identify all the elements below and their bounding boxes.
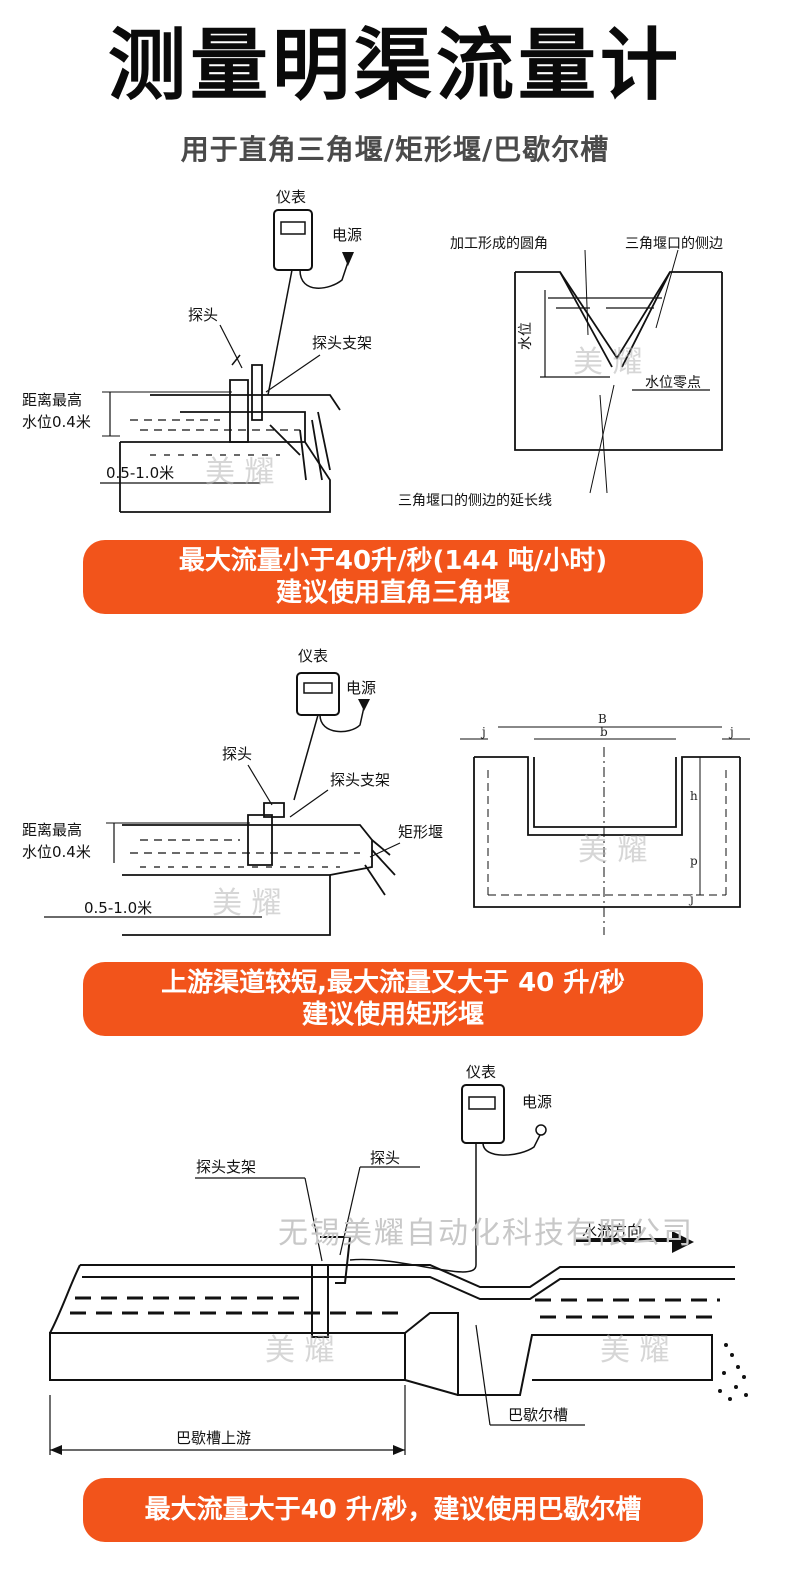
meter-label: 仪表 — [298, 647, 328, 665]
extension-leader — [599, 394, 608, 494]
dim-h-label: h — [690, 789, 698, 803]
water-lines — [130, 419, 300, 456]
power-cable — [319, 706, 365, 733]
meter-icon — [273, 209, 313, 271]
zero-point-label: 水位零点 — [645, 375, 701, 391]
power-label: 电源 — [346, 679, 376, 697]
extension-line-label: 三角堰口的侧边的延长线 — [398, 493, 552, 509]
watermark: 美 耀 — [578, 833, 648, 868]
power-socket-icon — [535, 1124, 547, 1136]
water-level-label: 水位 — [518, 322, 534, 350]
flow-direction-label: 水流方向 — [582, 1222, 642, 1240]
bracket-leader — [265, 354, 321, 393]
rectangular-weir-banner: 上游渠道较短,最大流量又大于 40 升/秒 建议使用矩形堰 — [83, 962, 703, 1036]
banner-line: 建议使用矩形堰 — [301, 1000, 484, 1030]
notch-side-label: 三角堰口的侧边 — [625, 236, 723, 252]
probe-leader — [219, 324, 243, 369]
probe-label: 探头 — [222, 745, 252, 763]
banner-line: 建议使用直角三角堰 — [275, 578, 510, 608]
watermark: 美 耀 — [205, 455, 275, 490]
meter-icon — [296, 672, 340, 716]
company-watermark: 无锡美耀自动化科技有限公司 — [278, 1216, 694, 1251]
dim-B-label: B — [598, 712, 607, 726]
page-title: 测量明渠流量计 — [107, 21, 682, 111]
signal-cable — [293, 714, 319, 801]
power-cable — [299, 261, 349, 289]
flume-drawing — [49, 1236, 735, 1396]
probe-leader — [247, 764, 273, 806]
weir-front-drawing — [473, 756, 741, 908]
watermark: 美 耀 — [212, 886, 282, 921]
water-lines — [130, 839, 360, 868]
rectangular-weir-diagram: 仪表 电源 探头 探头支架 矩形堰 距离最高 水位0.4米 0.5-1.0米 美… — [22, 647, 750, 936]
banner-line: 上游渠道较短,最大流量又大于 40 升/秒 — [161, 968, 625, 998]
power-cable — [482, 1134, 541, 1156]
height-label-line1: 距离最高 — [22, 391, 82, 409]
probe-pointer — [231, 354, 241, 366]
banner-line: 最大流量小于40升/秒(144 吨/小时) — [178, 546, 608, 576]
power-label: 电源 — [522, 1093, 552, 1111]
dim-b-label: b — [600, 725, 608, 739]
probe-leader — [339, 1166, 361, 1256]
watermark: 美 耀 — [600, 1333, 670, 1368]
height-label-line2: 水位0.4米 — [22, 413, 91, 431]
weir-label: 矩形堰 — [398, 823, 443, 841]
dim-j-left-label: j — [480, 725, 486, 739]
rounded-leader — [584, 249, 589, 336]
flume-label: 巴歇尔槽 — [508, 1406, 568, 1424]
power-plug-icon — [358, 699, 370, 711]
height-label-line1: 距离最高 — [22, 821, 82, 839]
page-subtitle: 用于直角三角堰/矩形堰/巴歇尔槽 — [180, 133, 610, 166]
bracket-leader — [289, 789, 329, 818]
dim-p-label: p — [690, 854, 698, 868]
meter-label: 仪表 — [276, 188, 306, 206]
splash-drops — [718, 1343, 748, 1401]
signal-cable — [267, 269, 293, 396]
dim-j-right-label: j — [728, 725, 734, 739]
flume-leader — [475, 1324, 491, 1426]
parshall-flume-diagram: 仪表 电源 探头支架 探头 水流方向 巴歇尔槽 巴歇槽 — [49, 1063, 748, 1455]
parshall-flume-banner: 最大流量大于40 升/秒，建议使用巴歇尔槽 — [83, 1478, 703, 1542]
rectangular-weir-figure: 仪表 电源 探头 探头支架 矩形堰 距离最高 水位0.4米 0.5-1.0米 美… — [0, 635, 790, 955]
upstream-label: 巴歇槽上游 — [176, 1429, 251, 1447]
probe-bracket-label: 探头支架 — [196, 1158, 256, 1176]
meter-icon — [461, 1084, 505, 1144]
notch-detail-drawing — [514, 271, 723, 451]
probe-bracket-label: 探头支架 — [312, 334, 372, 352]
bracket-leader — [304, 1177, 323, 1262]
height-label-line2: 水位0.4米 — [22, 843, 91, 861]
probe-bracket-label: 探头支架 — [330, 771, 390, 789]
probe-label: 探头 — [370, 1149, 400, 1167]
dim-j-bottom-label: j — [688, 892, 694, 906]
power-label: 电源 — [332, 226, 362, 244]
triangle-weir-figure: 仪表 电源 探头 探头支架 距离最高 水位0.4米 0.5-1.0米 美 耀 — [0, 180, 790, 530]
parshall-flume-figure: 仪表 电源 探头支架 探头 水流方向 巴歇尔槽 巴歇槽 — [0, 1055, 790, 1465]
flow-arrow-head-icon — [672, 1231, 694, 1253]
power-plug-icon — [342, 252, 354, 266]
watermark: 美 耀 — [265, 1333, 335, 1368]
watermark: 美 耀 — [573, 345, 643, 380]
banner-line: 最大流量大于40 升/秒，建议使用巴歇尔槽 — [144, 1495, 642, 1525]
meter-label: 仪表 — [466, 1063, 496, 1081]
distance-label: 0.5-1.0米 — [84, 899, 152, 917]
flume-water-lines — [70, 1296, 720, 1319]
channel-drawing — [119, 364, 341, 513]
probe-label: 探头 — [188, 306, 218, 324]
channel-drawing — [122, 802, 396, 936]
triangle-weir-banner: 最大流量小于40升/秒(144 吨/小时) 建议使用直角三角堰 — [83, 540, 703, 614]
side-leader — [655, 249, 679, 329]
rounded-corner-label: 加工形成的圆角 — [450, 236, 548, 252]
distance-label: 0.5-1.0米 — [106, 464, 174, 482]
weir-dimensions — [460, 726, 750, 935]
triangle-weir-diagram: 仪表 电源 探头 探头支架 距离最高 水位0.4米 0.5-1.0米 美 耀 — [22, 188, 723, 513]
notch-water-marks — [540, 290, 710, 391]
